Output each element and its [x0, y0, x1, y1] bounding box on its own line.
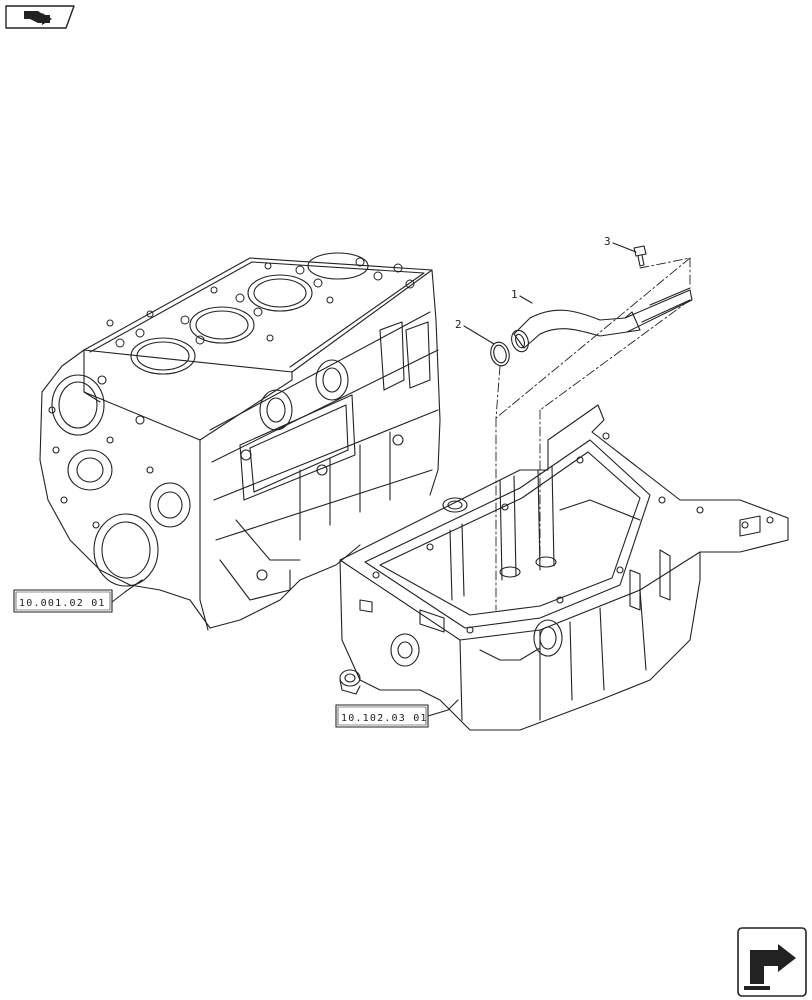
- callout-3: 3: [604, 235, 637, 253]
- callout-number: 2: [455, 318, 462, 331]
- reference-label: 10.102.03 01: [341, 713, 428, 724]
- engine-block: [39, 252, 441, 631]
- oil-sump: [339, 404, 789, 731]
- reference-box-engine-block[interactable]: 10.001.02 01: [13, 579, 143, 613]
- reference-box-oil-sump[interactable]: 10.102.03 01: [335, 699, 459, 728]
- callout-2: 2: [455, 318, 495, 345]
- reference-label: 10.001.02 01: [19, 598, 106, 609]
- callout-number: 1: [511, 288, 518, 301]
- oil-filler-tube: [511, 287, 693, 353]
- callout-number: 3: [604, 235, 611, 248]
- next-nav-button[interactable]: [737, 927, 807, 997]
- o-ring: [490, 341, 510, 367]
- assembly-lines: [495, 257, 691, 611]
- back-arrow-icon: [24, 11, 52, 25]
- callout-1: 1: [511, 288, 533, 304]
- next-page-arrow-icon: [744, 944, 796, 990]
- back-nav-button[interactable]: [5, 5, 75, 29]
- bolt: [633, 245, 647, 267]
